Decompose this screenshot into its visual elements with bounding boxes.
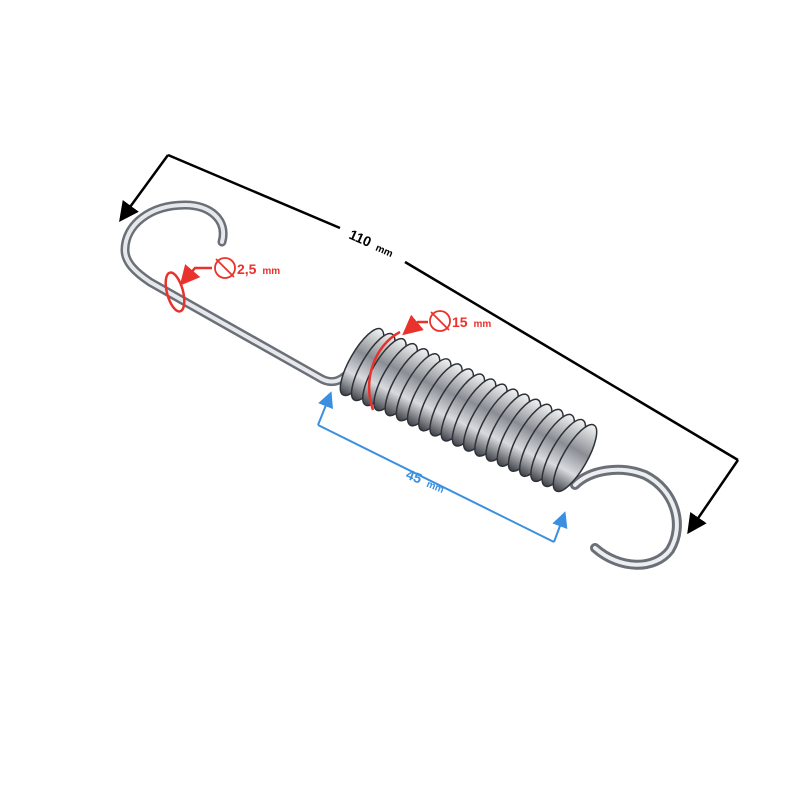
diameter-icon — [429, 310, 451, 332]
left-hook — [120, 200, 350, 387]
right-hook — [570, 464, 682, 570]
coil-diameter-value: 15 — [452, 314, 468, 330]
svg-text:45 mm: 45 mm — [404, 466, 447, 496]
body-length-unit: mm — [425, 479, 446, 496]
spring-coils — [339, 327, 598, 493]
overall-length-value: 110 — [347, 226, 374, 250]
svg-text:15 mm: 15 mm — [452, 314, 491, 330]
overall-length-unit: mm — [374, 243, 395, 260]
wire-diameter-value: 2,5 — [237, 261, 257, 277]
coil-diameter-dimension: 15 mm — [367, 310, 491, 411]
wire-diameter-unit: mm — [262, 266, 280, 277]
diameter-icon — [214, 257, 236, 279]
coil-diameter-unit: mm — [473, 319, 491, 330]
coil-turn — [552, 423, 598, 493]
svg-text:2,5 mm: 2,5 mm — [237, 261, 280, 277]
wire-diameter-dimension: 2,5 mm — [164, 257, 280, 313]
svg-text:110 mm: 110 mm — [347, 226, 397, 260]
